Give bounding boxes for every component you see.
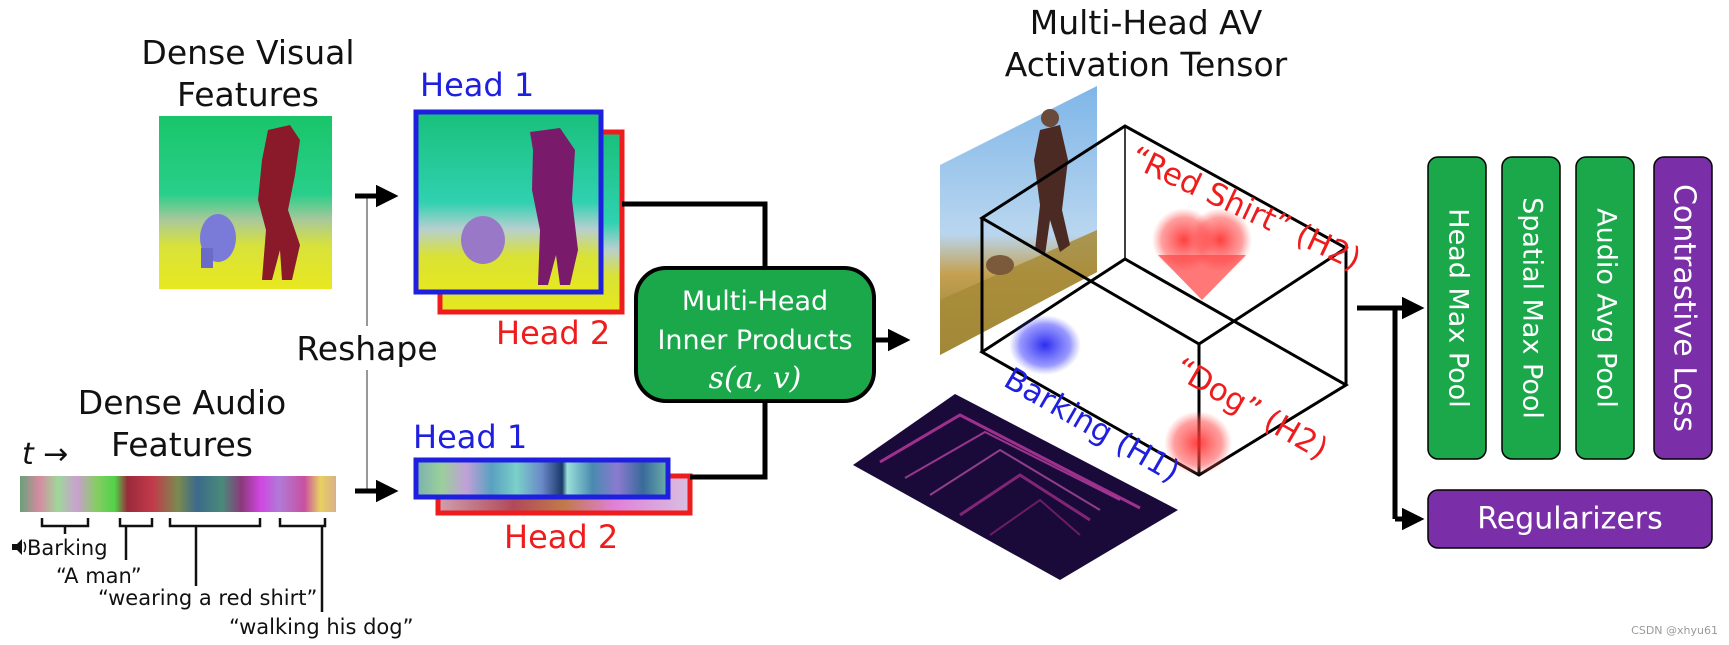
- dog-activation-blob: [1164, 411, 1232, 475]
- regularizers-box: Regularizers: [1427, 489, 1713, 549]
- head2-audio-label: Head 2: [504, 518, 618, 556]
- visual-head1-map: [413, 109, 604, 295]
- dense-visual-title-1: Dense Visual: [141, 33, 354, 72]
- photo-panel: [940, 86, 1097, 355]
- inner-products-formula: s(a, v): [709, 361, 802, 396]
- dense-visual-title-2: Features: [177, 75, 319, 114]
- speaker-icon: [12, 539, 27, 555]
- tensor-title-1: Multi-Head AV: [1030, 3, 1263, 42]
- spectrogram: [853, 394, 1178, 580]
- head-max-pool-label: Head Max Pool: [1443, 208, 1474, 407]
- tensor-title-2: Activation Tensor: [1005, 45, 1288, 84]
- watermark: CSDN @xhyu61: [1631, 624, 1718, 637]
- barking-activation-blob: [1009, 315, 1081, 375]
- contrastive-loss-label: Contrastive Loss: [1667, 184, 1702, 432]
- audio-avg-pool-label: Audio Avg Pool: [1591, 208, 1622, 408]
- time-axis-label: t →: [22, 437, 68, 472]
- dense-visual-feature-map: [159, 116, 332, 289]
- spatial-max-pool-label: Spatial Max Pool: [1517, 197, 1548, 419]
- spatial-max-pool-box: Spatial Max Pool: [1501, 156, 1561, 460]
- caption-wearing-red-shirt: “wearing a red shirt”: [98, 586, 317, 610]
- inner-products-line2: Inner Products: [657, 325, 852, 356]
- dense-audio-strip: [20, 476, 336, 512]
- caption-walking-dog: “walking his dog”: [229, 615, 413, 639]
- caption-barking: Barking: [27, 536, 108, 560]
- inner-products-box: Multi-Head Inner Products s(a, v): [634, 266, 876, 403]
- red-shirt-activation-blob: [1152, 208, 1252, 300]
- caption-a-man: “A man”: [56, 564, 142, 588]
- audio-head1-strip: [413, 457, 671, 500]
- head1-visual-label: Head 1: [420, 66, 534, 104]
- dense-audio-title-1: Dense Audio: [78, 383, 286, 422]
- head2-visual-label: Head 2: [496, 314, 610, 352]
- inner-products-line1: Multi-Head: [682, 286, 828, 317]
- audio-avg-pool-box: Audio Avg Pool: [1575, 156, 1635, 460]
- reshape-label: Reshape: [296, 329, 437, 368]
- dense-audio-title-2: Features: [111, 425, 253, 464]
- caption-brackets: [40, 518, 327, 612]
- head-max-pool-box: Head Max Pool: [1427, 156, 1487, 460]
- head1-audio-label: Head 1: [413, 418, 527, 456]
- contrastive-loss-box: Contrastive Loss: [1653, 156, 1713, 460]
- connector-lines: [622, 201, 768, 480]
- regularizers-label: Regularizers: [1477, 502, 1663, 537]
- output-connectors: [1357, 305, 1398, 519]
